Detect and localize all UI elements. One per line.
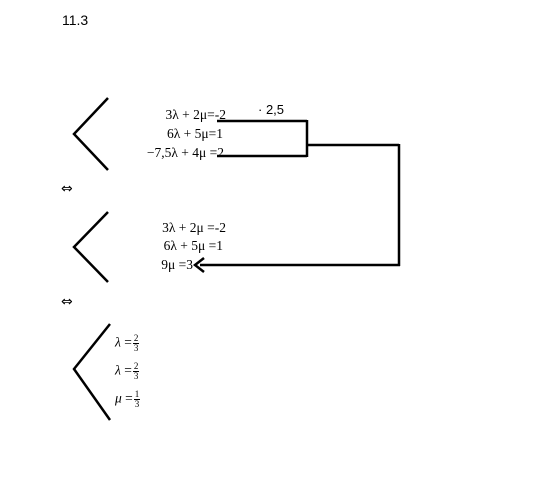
system-bracket-1 xyxy=(72,97,109,171)
solution-lambda-1-equals: = xyxy=(124,334,132,350)
arrow-head-icon xyxy=(192,257,205,273)
fraction-denominator: 3 xyxy=(134,399,140,409)
system1-equation-1: 3λ + 2μ=-2 xyxy=(165,107,226,122)
exercise-number: 11.3 xyxy=(62,12,89,28)
fraction-numerator: 2 xyxy=(132,361,140,372)
solution-lambda-2-variable: λ xyxy=(115,362,121,378)
fraction-numerator: 2 xyxy=(132,333,140,344)
system1-equation-3: −7,5λ + 4μ =2 xyxy=(146,145,224,160)
solution-lambda-2-equals: = xyxy=(124,362,132,378)
fraction-denominator: 3 xyxy=(133,371,139,381)
equivalence-symbol-2: ⇔ xyxy=(61,294,73,310)
equivalence-symbol-1: ⇔ xyxy=(61,181,73,197)
system-bracket-3 xyxy=(72,323,112,421)
system2-equation-1: 3λ + 2μ =-2 xyxy=(162,220,226,235)
system2-equation-3: 9μ =3 xyxy=(161,257,193,272)
fraction-numerator: 1 xyxy=(133,389,141,400)
system-bracket-2 xyxy=(72,211,109,283)
solution-mu-variable: μ xyxy=(115,390,122,406)
solution-mu-equals: = xyxy=(125,390,133,406)
solution-lambda-1-variable: λ xyxy=(115,334,121,350)
system1-equation-2: 6λ + 5μ=1 xyxy=(166,126,223,141)
fraction-denominator: 3 xyxy=(133,343,139,353)
multiplier-label: · 2,5 xyxy=(258,102,285,117)
system2-equation-2: 6λ + 5μ =1 xyxy=(163,238,223,253)
